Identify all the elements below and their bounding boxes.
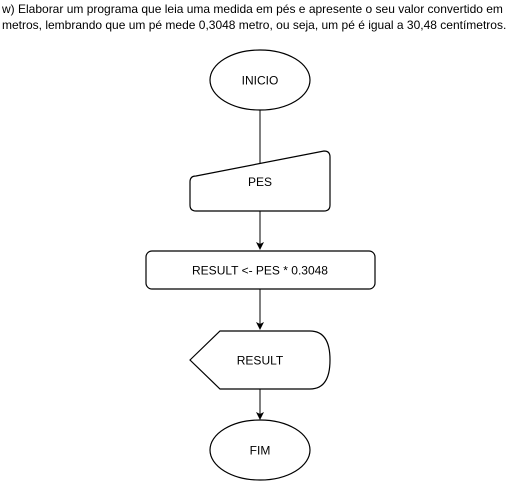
start-node: INICIO	[209, 49, 311, 111]
end-node: FIM	[209, 419, 311, 481]
end-node-label: FIM	[250, 444, 271, 458]
input-node-label: PES	[248, 175, 272, 189]
exercise-statement: w) Elaborar um programa que leia uma med…	[2, 2, 507, 32]
input-node: PES	[189, 150, 331, 212]
output-node-label: RESULT	[237, 354, 284, 368]
process-node-label: RESULT <- PES * 0.3048	[192, 264, 328, 278]
output-node: RESULT	[189, 330, 331, 390]
start-node-label: INICIO	[242, 74, 279, 88]
process-node: RESULT <- PES * 0.3048	[145, 250, 376, 290]
